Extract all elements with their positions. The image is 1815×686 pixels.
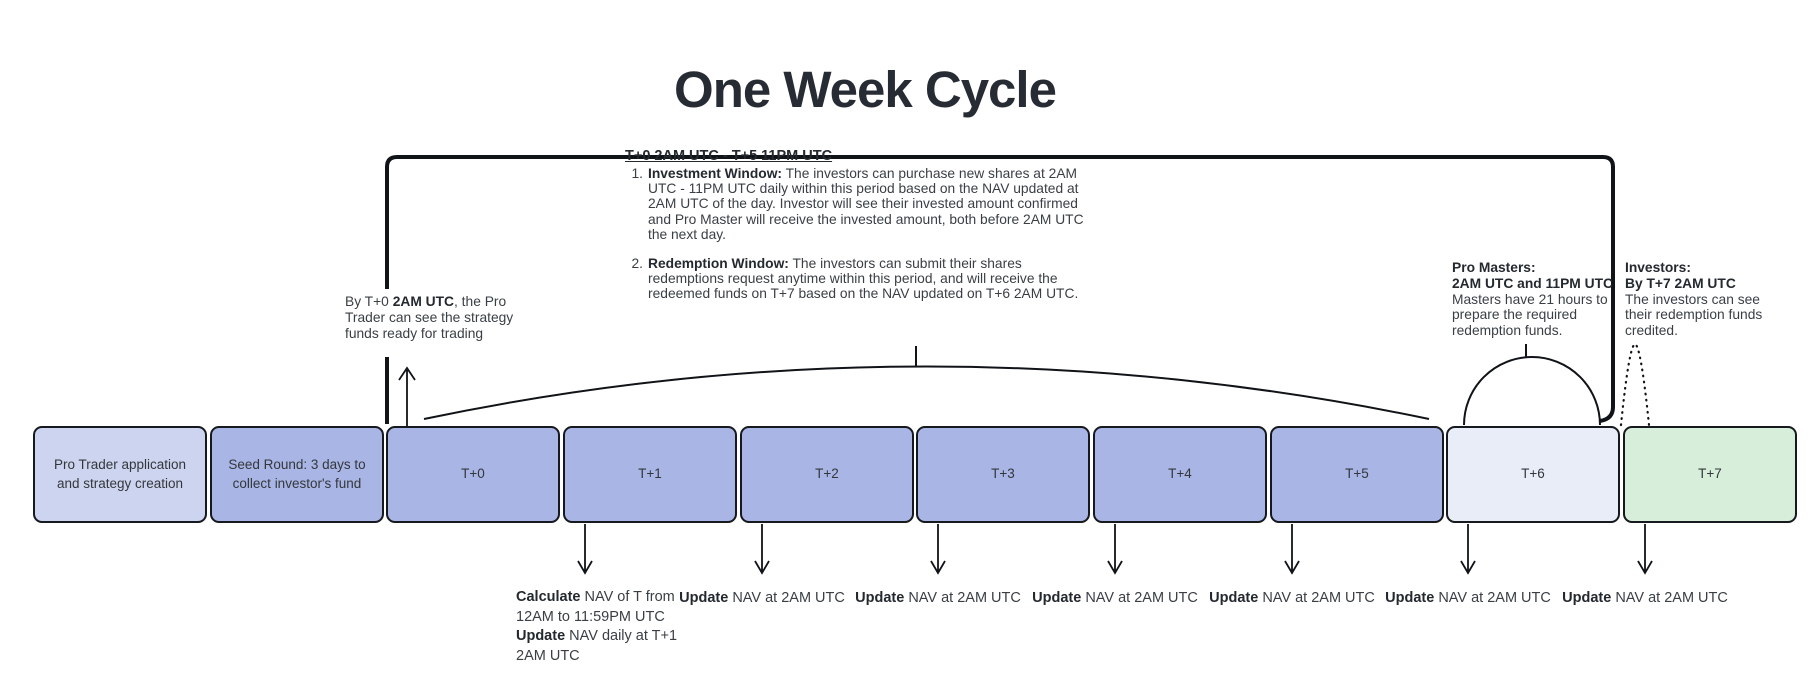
nav-update-label: Update NAV at 2AM UTC [1562,590,1728,606]
timeline-box-t3: T+3 [916,426,1090,523]
timeline-box-t2: T+2 [740,426,914,523]
item-number: 2. [631,256,643,271]
nav-update-label: Update NAV at 2AM UTC [1209,590,1375,606]
timeline-box-t1: T+1 [563,426,737,523]
nav-down-arrow [1460,524,1476,575]
nav-down-arrow [1284,524,1300,575]
timeline-box-t7: T+7 [1623,426,1797,523]
nav-down-arrow [754,524,770,575]
nav-down-arrow [1637,524,1653,575]
nav-update-label: Update NAV at 2AM UTC [1032,590,1198,606]
t6-semicircle-arc [1463,356,1601,426]
redemption-window-item: 2. Redemption Window: The investors can … [628,256,1078,302]
page-title: One Week Cycle [674,61,1057,118]
redemption-arc [423,365,1430,420]
nav-update-label: Update NAV at 2AM UTC [1385,590,1551,606]
item-text: Redemption Window: The investors can sub… [648,256,1079,302]
timeline-box-t0: T+0 [386,426,560,523]
nav-down-arrows [577,524,1653,575]
timeline-box-t5: T+5 [1270,426,1444,523]
cycle-window-heading: T+0 2AM UTC - T+5 11PM UTC [625,148,833,164]
nav-down-arrow [577,524,593,575]
nav-down-arrow [930,524,946,575]
item-text: Investment Window: The investors can pur… [648,166,1084,242]
t7-dotted-arc [1619,342,1651,427]
nav-down-arrow [1107,524,1123,575]
investment-window-item: 1. Investment Window: The investors can … [628,166,1084,242]
timeline-box-pro-trader: Pro Trader application and strategy crea… [33,426,207,523]
item-number: 1. [631,166,643,181]
timeline-box-t6: T+6 [1446,426,1620,523]
nav-update-label: Update NAV at 2AM UTC [855,590,1021,606]
timeline-box-t4: T+4 [1093,426,1267,523]
timeline-box-seed-round: Seed Round: 3 days to collect investor's… [210,426,384,523]
nav-update-label: Update NAV at 2AM UTC [679,590,845,606]
